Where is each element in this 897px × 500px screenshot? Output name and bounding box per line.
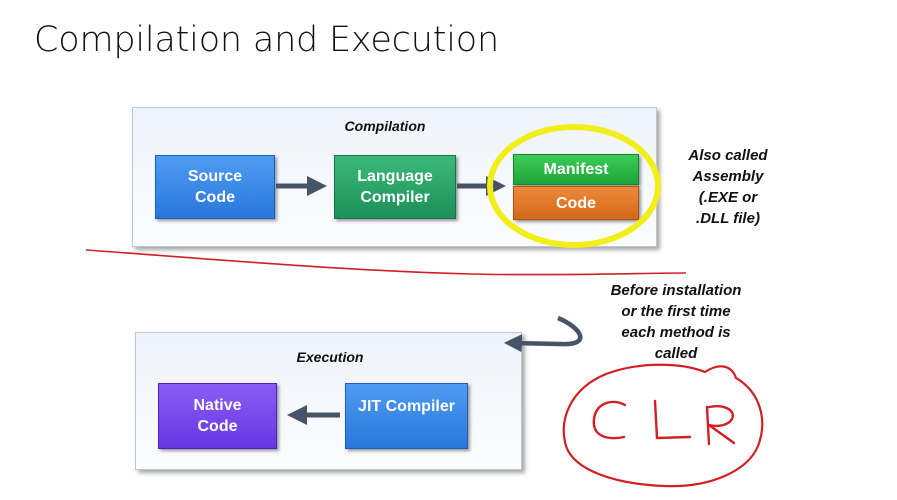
source-code-box: Source Code — [155, 155, 275, 219]
compilation-label: Compilation — [344, 118, 426, 134]
jit-compiler-box: JIT Compiler — [345, 383, 468, 449]
jit-compiler-text: JIT Compiler — [358, 398, 455, 415]
ink-separator-line — [85, 249, 687, 276]
arrow-timing-to-execution — [503, 315, 583, 353]
execution-label: Execution — [296, 349, 364, 365]
clr-ink-circle — [562, 363, 764, 488]
language-compiler-box: Language Compiler — [334, 155, 456, 219]
handwritten-clr — [592, 399, 736, 446]
assembly-note: Also called Assembly (.EXE or .DLL file) — [688, 147, 768, 227]
slide-title: Compilation and Execution — [34, 20, 499, 60]
timing-note: Before installation or the first time ea… — [610, 282, 742, 362]
native-code-box: Native Code — [158, 383, 277, 449]
code-box: Code — [513, 186, 639, 220]
manifest-box: Manifest — [513, 154, 639, 185]
